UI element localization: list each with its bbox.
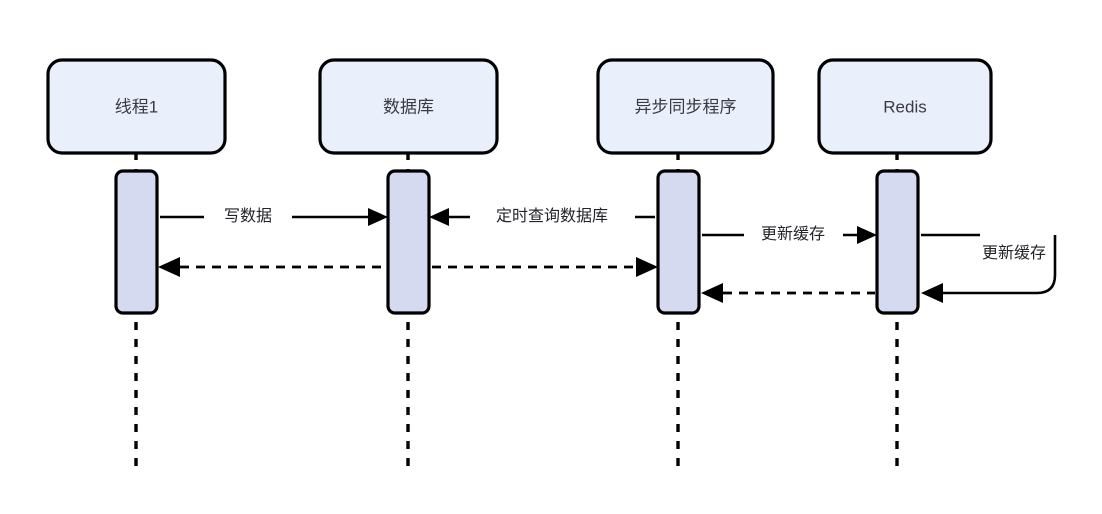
participant-label-redis: Redis (883, 97, 926, 116)
message-update-cache[interactable]: 更新缓存 (702, 225, 877, 244)
participant-box-thread1[interactable] (46, 58, 227, 155)
message-db-return-thread1[interactable] (158, 257, 386, 277)
arrow-head-update-cache (857, 226, 877, 244)
message-db-return-async[interactable] (432, 257, 658, 277)
participant-box-database[interactable] (318, 58, 499, 155)
participant-label-thread1: 线程1 (115, 97, 158, 116)
participant-label-database: 数据库 (383, 97, 434, 116)
activation-bar-async-sync[interactable] (656, 169, 701, 315)
message-label-write-data: 写数据 (224, 207, 272, 225)
message-write-data[interactable]: 写数据 (160, 207, 388, 226)
participant-box-redis[interactable] (817, 58, 993, 155)
message-label-scheduled-query-db: 定时查询数据库 (496, 207, 608, 225)
message-label-update-cache-self: 更新缓存 (982, 244, 1046, 262)
participant-thread1[interactable]: 线程1 (46, 58, 227, 155)
participant-box-async-sync[interactable] (596, 58, 775, 155)
activation-bar-redis[interactable] (875, 169, 920, 315)
message-redis-return-async[interactable] (701, 283, 875, 303)
activation-bar-thread1[interactable] (114, 169, 159, 315)
activation-bars-group (114, 169, 920, 315)
participant-redis[interactable]: Redis (817, 58, 993, 155)
arrow-head-update-cache-self (921, 283, 943, 303)
arrow-head-db-return-thread1 (158, 257, 180, 277)
message-scheduled-query-db[interactable]: 定时查询数据库 (429, 207, 655, 226)
activation-bar-database[interactable] (386, 169, 431, 315)
lifelines-group (134, 152, 899, 472)
arrow-head-redis-return-async (701, 283, 723, 303)
arrow-head-write-data (368, 208, 388, 226)
participant-label-async-sync: 异步同步程序 (635, 97, 737, 116)
arrow-head-db-return-async (636, 257, 658, 277)
arrow-head-scheduled-query-db (429, 208, 449, 226)
participant-async-sync[interactable]: 异步同步程序 (596, 58, 775, 155)
message-line-update-cache-self-return (940, 235, 1057, 295)
participant-database[interactable]: 数据库 (318, 58, 499, 155)
message-label-update-cache: 更新缓存 (761, 225, 825, 243)
message-update-cache-self[interactable]: 更新缓存 (921, 233, 1057, 303)
